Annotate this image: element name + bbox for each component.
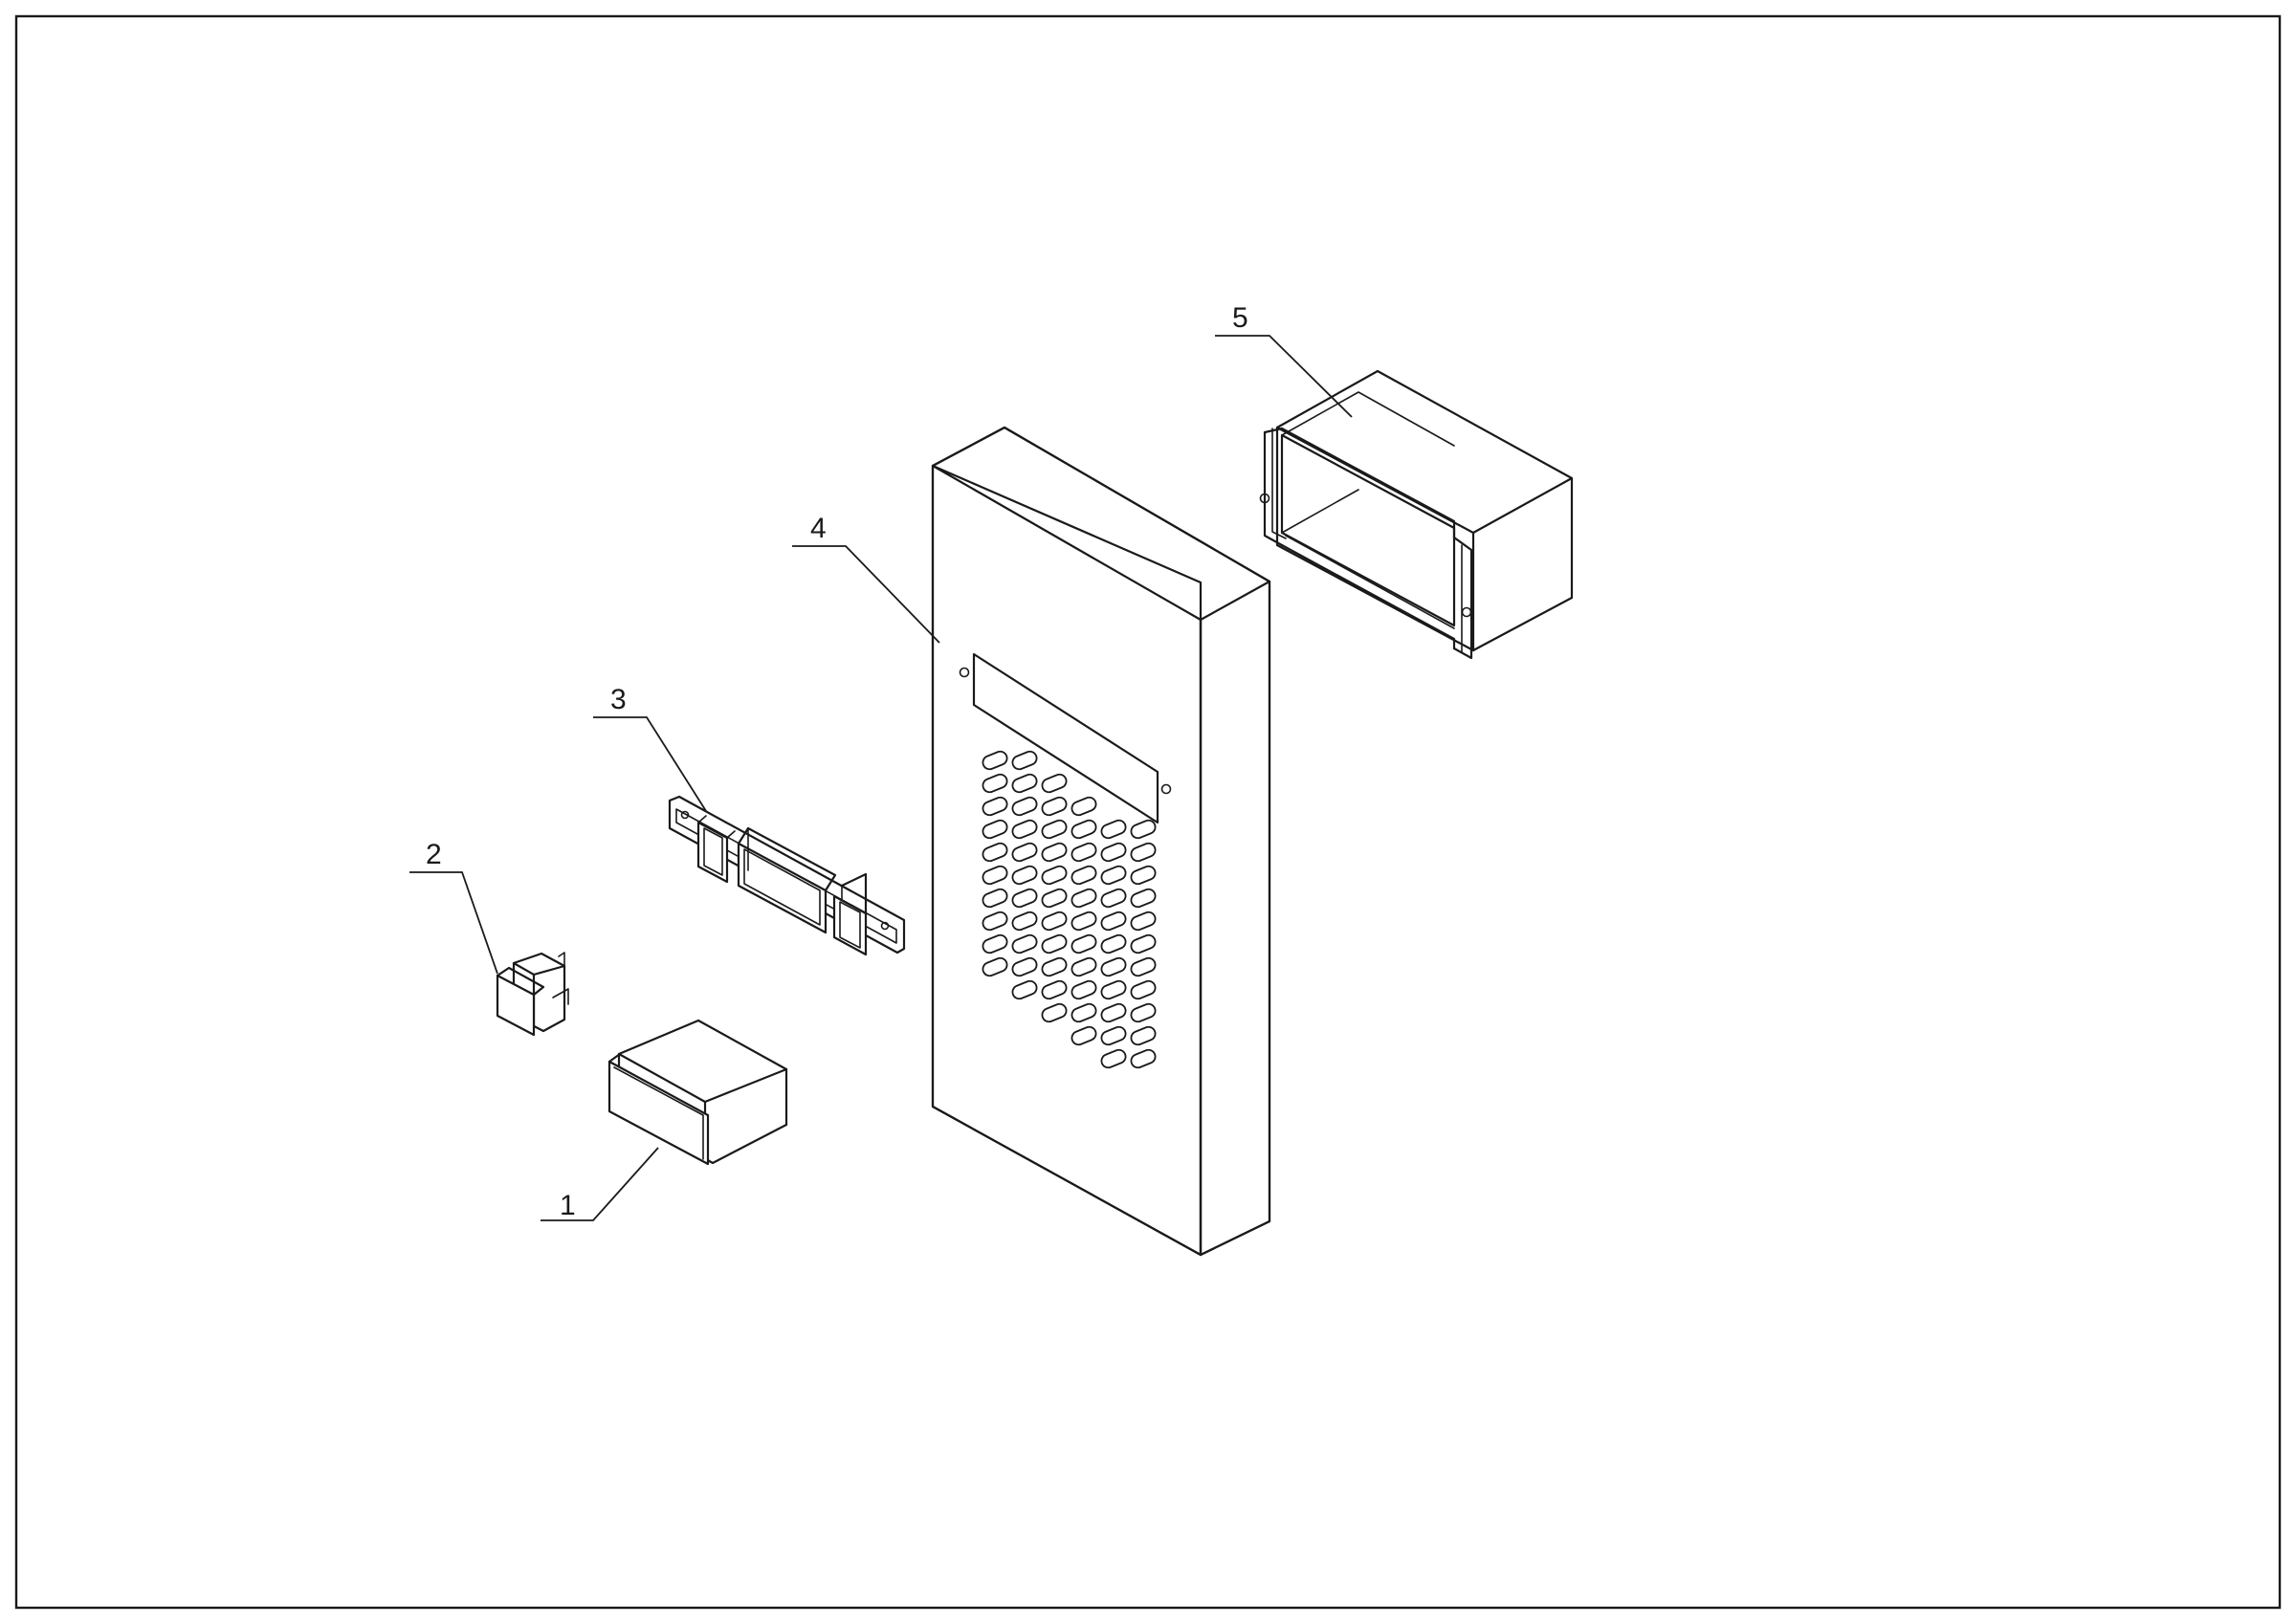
callout-3: 3 (610, 684, 627, 715)
vent-slot (1071, 865, 1097, 886)
vent-slot (982, 750, 1008, 771)
vent-slot (1011, 865, 1038, 886)
vent-slot (982, 933, 1008, 955)
vent-slot (1130, 888, 1157, 909)
vent-slot (1071, 979, 1097, 1000)
vent-slot (1041, 796, 1068, 817)
vent-slot (1011, 796, 1038, 817)
vent-slot (1041, 819, 1068, 840)
vent-slot (1071, 842, 1097, 863)
display-window (972, 652, 1159, 824)
screw-hole (1461, 606, 1472, 618)
vent-slot (1071, 956, 1097, 977)
vent-slot (1011, 750, 1038, 771)
part-3-bezel-frame (668, 795, 906, 956)
screw-hole (680, 810, 690, 820)
vent-slot (1071, 796, 1097, 817)
vent-slot (1100, 1048, 1127, 1069)
vent-slot (1071, 1002, 1097, 1023)
screw-hole (880, 921, 890, 931)
vent-slot (1011, 956, 1038, 977)
vent-slot (982, 865, 1008, 886)
callout-leaders (409, 335, 1353, 1221)
vent-slot (1130, 956, 1157, 977)
vent-slot (982, 911, 1008, 932)
vent-slot (1130, 933, 1157, 955)
vent-slot (1130, 911, 1157, 932)
vent-slot (1130, 865, 1157, 886)
vent-slot (1130, 819, 1157, 840)
vent-slot (1100, 933, 1127, 955)
vent-slot (982, 888, 1008, 909)
vent-slot (1041, 865, 1068, 886)
vent-slot (982, 773, 1008, 794)
vent-slot (1011, 819, 1038, 840)
vent-slot (1130, 1048, 1157, 1069)
vent-slot (1100, 1002, 1127, 1023)
vent-slot (1041, 1002, 1068, 1023)
vent-slot (1041, 773, 1068, 794)
vent-slot (1071, 819, 1097, 840)
vent-slot (1100, 979, 1127, 1000)
screw-hole (1259, 493, 1270, 504)
sheet-border (14, 14, 2282, 1610)
vent-slot (982, 796, 1008, 817)
callout-1: 1 (560, 1190, 576, 1221)
vent-slot (1100, 842, 1127, 863)
vent-slot (1041, 842, 1068, 863)
vent-slot (1130, 979, 1157, 1000)
vent-slot (1130, 1025, 1157, 1046)
vent-slot (1100, 888, 1127, 909)
vent-slot (1100, 1025, 1127, 1046)
vent-slot (1100, 956, 1127, 977)
vent-slot (982, 842, 1008, 863)
vent-slot (1130, 1002, 1157, 1023)
vent-slot (1041, 956, 1068, 977)
vent-slot (1011, 933, 1038, 955)
screw-hole (1160, 783, 1172, 795)
vent-slot (1071, 933, 1097, 955)
callout-5: 5 (1232, 302, 1248, 334)
part-1-controller-module (607, 1019, 788, 1166)
screw-hole (959, 667, 970, 678)
vent-slot (1071, 1025, 1097, 1046)
vent-slot (1041, 888, 1068, 909)
vent-slot (1100, 911, 1127, 932)
part-4-panel (931, 426, 1271, 1257)
vent-slot (982, 956, 1008, 977)
vent-slot (1100, 865, 1127, 886)
vent-slot (1041, 933, 1068, 955)
callout-4: 4 (810, 513, 827, 544)
vent-slot (1011, 911, 1038, 932)
vent-slot (1100, 819, 1127, 840)
vent-slot (1011, 842, 1038, 863)
ventilation-slots (982, 750, 1157, 1069)
part-2-rocker-switch (496, 952, 569, 1037)
vent-slot (1041, 979, 1068, 1000)
vent-slot (1011, 773, 1038, 794)
vent-slot (1071, 888, 1097, 909)
vent-slot (1130, 842, 1157, 863)
vent-slot (1011, 979, 1038, 1000)
vent-slot (1011, 888, 1038, 909)
vent-slot (982, 819, 1008, 840)
vent-slot (1071, 911, 1097, 932)
vent-slot (1041, 911, 1068, 932)
part-5-mounting-sleeve (1259, 369, 1574, 660)
callout-2: 2 (426, 839, 442, 870)
